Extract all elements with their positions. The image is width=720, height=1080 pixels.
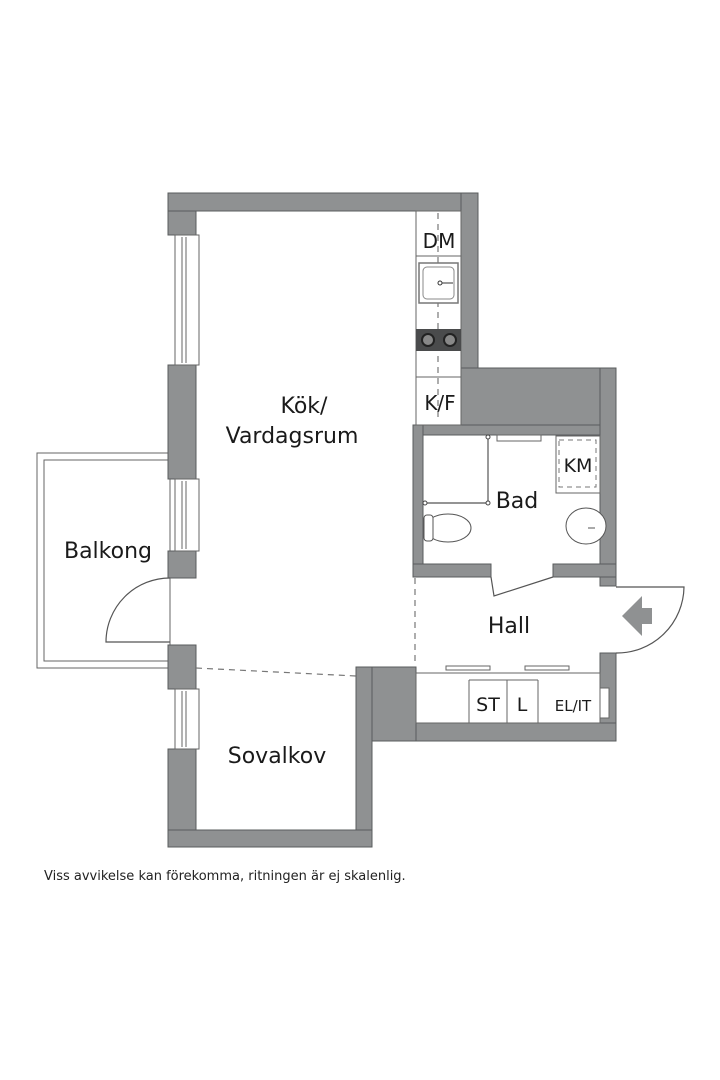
label-bad: Bad: [496, 489, 539, 514]
label-st: ST: [476, 694, 500, 716]
label-balkong: Balkong: [64, 539, 152, 564]
label-kok: Kök/: [281, 394, 329, 419]
label-km: KM: [564, 455, 593, 477]
label-hall: Hall: [488, 614, 530, 639]
bathroom-fixtures: [422, 434, 607, 545]
label-dm: DM: [423, 229, 456, 253]
label-sovalkov: Sovalkov: [228, 744, 326, 769]
hall-closets: [415, 665, 610, 724]
label-el-it: EL/IT: [555, 697, 592, 715]
label-kf: K/F: [424, 391, 455, 415]
walls: [167, 192, 617, 848]
label-l: L: [517, 694, 528, 716]
kitchen-counter: [415, 210, 462, 426]
doors: [105, 576, 685, 654]
disclaimer-text: Viss avvikelse kan förekomma, ritningen …: [44, 869, 406, 884]
entrance-arrow-icon: [622, 596, 652, 636]
windows: [174, 234, 542, 750]
label-vardagsrum: Vardagsrum: [226, 424, 359, 449]
